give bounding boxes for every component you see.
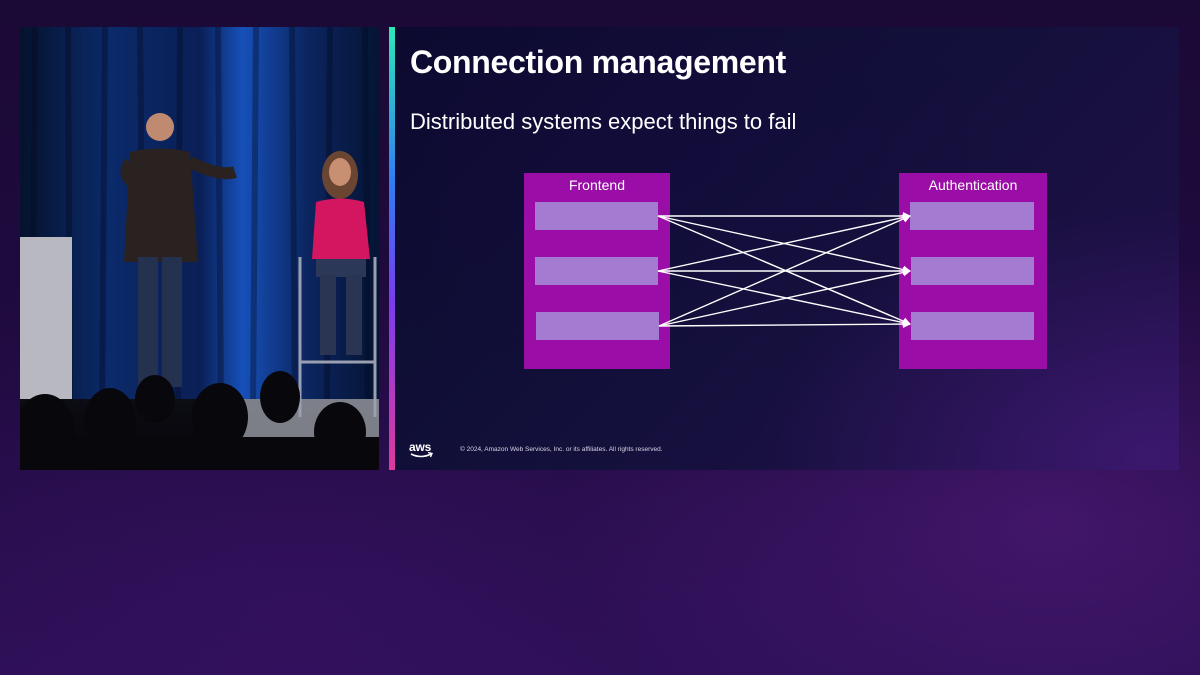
frontend-label: Frontend (569, 177, 625, 193)
connection-arrow (658, 268, 911, 327)
frontend-slot (536, 312, 659, 340)
authentication-slot (910, 202, 1034, 230)
connection-arrow (657, 213, 911, 272)
authentication-slot (911, 257, 1034, 285)
authentication-label: Authentication (929, 177, 1018, 193)
connection-arrow (657, 215, 911, 325)
camera-feed (20, 27, 379, 470)
slide-subtitle: Distributed systems expect things to fai… (410, 109, 797, 134)
connection-arrow (657, 270, 911, 327)
slide-title: Connection management (410, 44, 786, 80)
connection-arrows (657, 212, 911, 329)
connection-diagram: Frontend Authentication (524, 173, 1047, 369)
frontend-slot (535, 202, 658, 230)
slide-accent-bar (389, 27, 395, 470)
frontend-group: Frontend (524, 173, 670, 369)
aws-smile-icon (410, 451, 433, 458)
connection-arrow (658, 215, 911, 327)
authentication-group: Authentication (899, 173, 1047, 369)
authentication-slot (911, 312, 1034, 340)
aws-logo-text: aws (409, 440, 432, 454)
stage-scene-image (20, 27, 379, 470)
connection-arrow (658, 320, 911, 329)
frontend-slot (535, 257, 658, 285)
presentation-slide: Connection management Distributed system… (389, 27, 1179, 470)
aws-logo: aws (409, 440, 435, 460)
copyright-notice: © 2024, Amazon Web Services, Inc. or its… (460, 446, 663, 453)
